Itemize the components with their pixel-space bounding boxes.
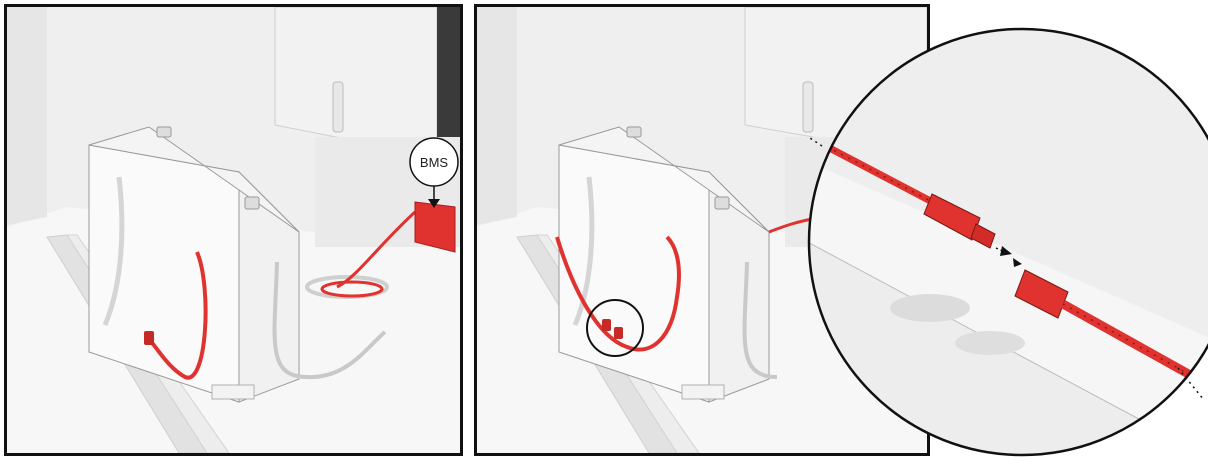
battery-terminal-2 [715,197,729,209]
battery-foot [212,385,254,399]
zoom-shadow-1 [890,294,970,322]
battery-foot [682,385,724,399]
left-scene: BMS [7,7,460,453]
leader-line-top [810,138,822,146]
side-wall [477,7,517,225]
battery-terminal-1 [627,127,641,137]
battery-terminal-2 [245,197,259,209]
zoom-shadow-2 [955,331,1025,355]
cabinet-handle [333,82,343,132]
red-cable-connector [144,331,154,345]
side-wall [7,7,47,225]
zoom-detail [800,8,1208,457]
bms-label: BMS [420,155,449,170]
zoom-contents [800,8,1208,457]
connector-right [614,327,623,339]
connector-left [602,319,611,331]
left-illustration-panel: BMS [4,4,463,456]
battery-terminal-1 [157,127,171,137]
